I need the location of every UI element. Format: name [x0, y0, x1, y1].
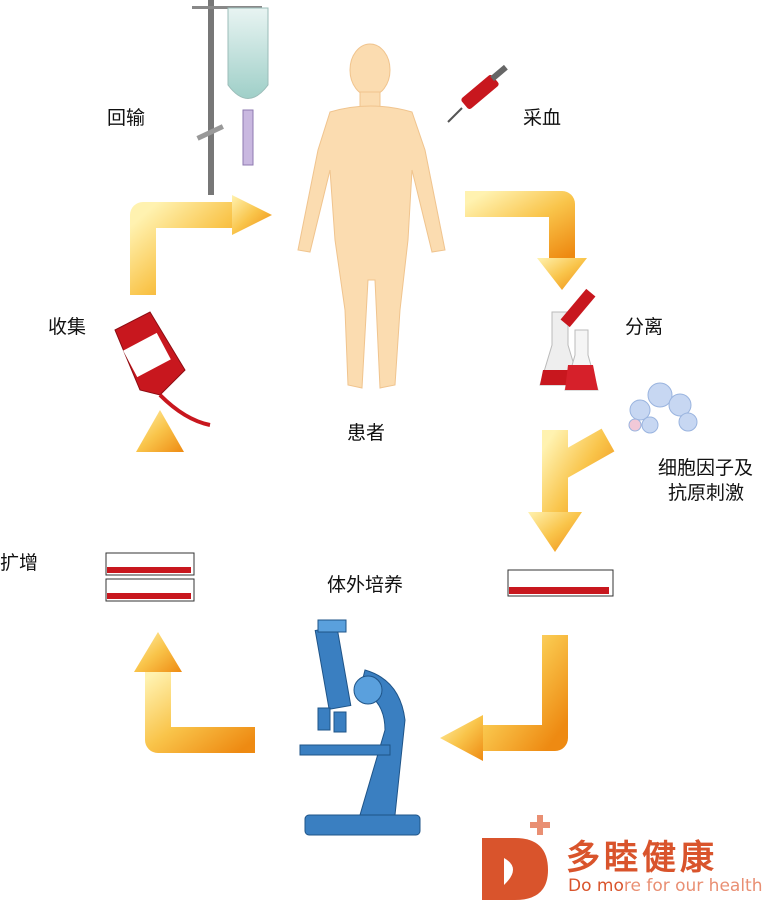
- arrow-expansion: [145, 670, 255, 753]
- arrowheads: [134, 195, 587, 761]
- culture-tubes-expanded: [105, 552, 195, 602]
- patient-figure: [297, 43, 446, 389]
- label-culture: 体外培养: [327, 574, 404, 596]
- brand-logo-mark: [482, 815, 550, 900]
- label-stimulation-2: 抗原刺激: [668, 482, 745, 504]
- arrow-culture: [480, 635, 568, 751]
- label-stimulation-1: 细胞因子及: [658, 457, 754, 479]
- cytokine-molecules-icon: [628, 382, 698, 434]
- flask-icon: [539, 288, 599, 391]
- label-patient: 患者: [347, 422, 386, 444]
- label-expansion: 扩增: [0, 552, 39, 574]
- blood-bag-icon: [114, 311, 211, 427]
- label-blood-draw: 采血: [523, 107, 562, 129]
- arrow-blood-draw: [465, 191, 575, 260]
- label-reinfusion: 回输: [107, 107, 146, 129]
- microscope-icon: [299, 619, 421, 836]
- arrow-reinfusion: [130, 202, 235, 295]
- brand-name-cn: 多睦健康: [566, 838, 718, 878]
- slogan-dark: Do mo: [568, 876, 624, 896]
- label-collection: 收集: [48, 316, 87, 338]
- culture-tube-single: [507, 569, 614, 597]
- syringe-icon: [447, 64, 508, 123]
- brand-slogan: Do more for our health: [568, 876, 763, 896]
- arrow-stimulation: [542, 428, 615, 515]
- slogan-light: re for our health: [623, 876, 763, 896]
- process-arrows: [130, 191, 615, 753]
- iv-drip-icon: [192, 0, 269, 195]
- label-separation: 分离: [625, 316, 664, 338]
